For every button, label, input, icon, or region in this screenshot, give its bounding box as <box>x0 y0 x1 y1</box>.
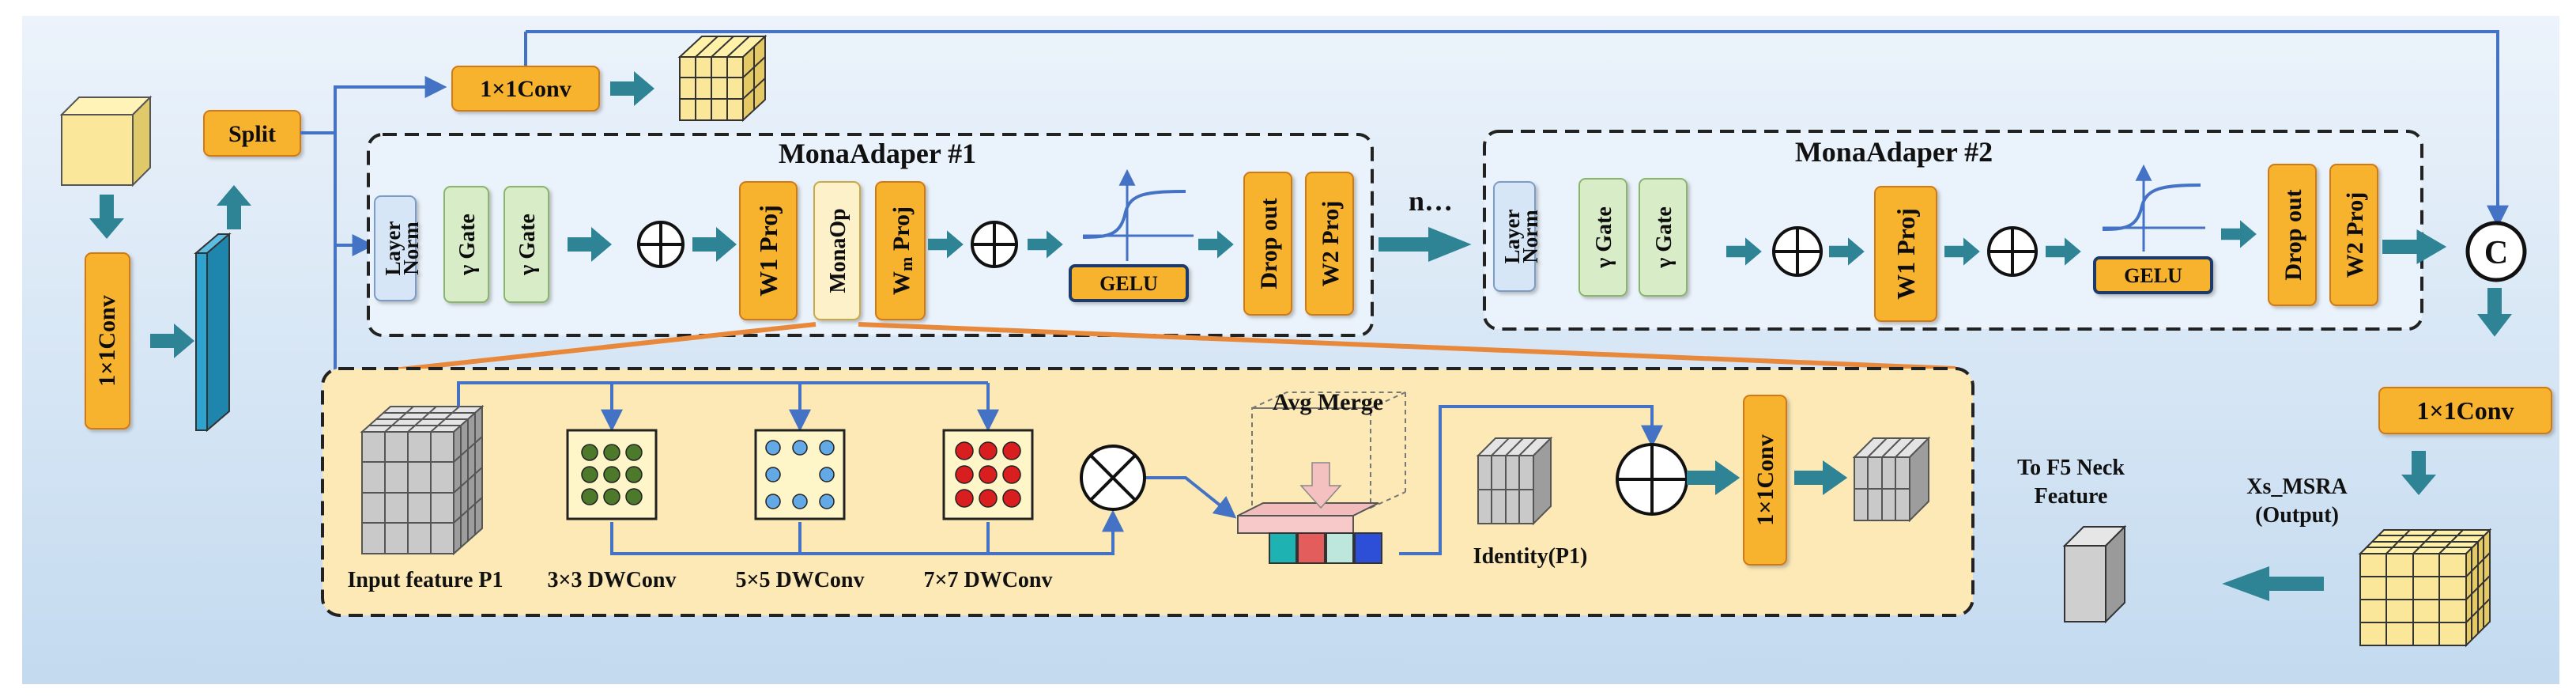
identity-cube <box>1476 436 1553 526</box>
gelu-box-2: GELU <box>2093 256 2213 294</box>
identity-label: Identity(P1) <box>1473 544 1588 569</box>
svg-text:Wm Proj: Wm Proj <box>888 206 916 295</box>
wm-proj-box: Wm Proj <box>875 181 926 320</box>
svg-text:γ Gate: γ Gate <box>1652 206 1676 269</box>
input-cube <box>59 95 153 187</box>
feature-slab <box>194 232 232 433</box>
add-op-2b <box>1987 226 2038 277</box>
output-cube <box>2358 528 2492 648</box>
n-dots-label: n… <box>1409 185 1453 217</box>
svg-text:γ Gate: γ Gate <box>515 214 540 276</box>
multiply-op <box>1080 445 1146 511</box>
panel-blue-routes <box>457 381 1663 555</box>
xs-msra-label: Xs_MSRA <box>2246 475 2348 499</box>
gamma-gate-box-2a: γ Gate <box>1578 178 1627 297</box>
dwconv3-label: 3×3 DWConv <box>548 568 677 592</box>
conv1x1-top-box: 1×1Conv <box>451 66 600 112</box>
dwconv7-label: 7×7 DWConv <box>924 568 1053 592</box>
dropout-box-2: Drop out <box>2268 164 2317 306</box>
conv1x1-right-label: 1×1Conv <box>2416 396 2514 425</box>
conv1x1-left-label: 1×1Conv <box>94 295 120 386</box>
dwconv3-kernel <box>566 429 658 520</box>
avg-merge-block <box>1237 392 1406 564</box>
conv1x1-left-box: 1×1Conv <box>85 252 130 429</box>
svg-text:MonaOp: MonaOp <box>826 208 850 293</box>
svg-text:γ Gate: γ Gate <box>455 214 480 276</box>
dwconv7-kernel <box>942 429 1034 520</box>
svg-text:Layer: Layer <box>1500 209 1524 263</box>
svg-text:W2 Proj: W2 Proj <box>1318 201 1344 287</box>
mona-op-box: MonaOp <box>813 181 861 320</box>
svg-text:Drop out: Drop out <box>2280 189 2306 280</box>
gelu-curve-1 <box>1082 168 1194 261</box>
gamma-gate-box-1a: γ Gate <box>443 186 489 303</box>
w1-proj-box-1: W1 Proj <box>739 181 798 320</box>
w2-proj-box-1: W2 Proj <box>1305 172 1354 316</box>
svg-text:Norm: Norm <box>399 221 423 275</box>
panel-output-cube <box>1852 436 1931 523</box>
input-feature-label: Input feature P1 <box>347 568 503 592</box>
mona-adapter-2-title: MonaAdaper #2 <box>1795 136 1993 168</box>
input-feature-cube <box>360 404 485 556</box>
add-op-1a <box>637 221 685 268</box>
svg-text:GELU: GELU <box>2124 264 2182 287</box>
concat-label: C <box>2484 235 2508 271</box>
svg-text:W1 Proj: W1 Proj <box>754 205 783 297</box>
to-f5-label-2: Feature <box>2035 484 2108 509</box>
conv1x1-panel-box: 1×1Conv <box>1743 395 1787 566</box>
gamma-gate-box-2b: γ Gate <box>1639 178 1688 297</box>
svg-text:Norm: Norm <box>1518 210 1542 263</box>
conv1x1-top-label: 1×1Conv <box>480 76 571 102</box>
gelu-box-1: GELU <box>1069 264 1189 302</box>
svg-text:Drop out: Drop out <box>1256 198 1282 289</box>
layer-norm-box-1: Layer Norm <box>374 195 423 301</box>
to-f5-label-1: To F5 Neck <box>2017 456 2125 480</box>
svg-text:GELU: GELU <box>1099 272 1158 295</box>
conv1x1-panel-label: 1×1Conv <box>1752 434 1778 525</box>
add-op-panel <box>1616 443 1688 516</box>
split-box: Split <box>203 110 301 157</box>
avg-merge-label: Avg Merge <box>1273 389 1383 415</box>
mona-adapter-1-title: MonaAdaper #1 <box>779 138 976 169</box>
conv1x1-right-box: 1×1Conv <box>2378 387 2552 434</box>
zoom-lines <box>393 322 1956 373</box>
add-op-1b <box>971 221 1018 268</box>
dropout-box-1: Drop out <box>1243 172 1292 316</box>
add-op-2a <box>1772 226 1823 277</box>
svg-text:W1 Proj: W1 Proj <box>1891 208 1920 300</box>
svg-text:Layer: Layer <box>381 221 405 275</box>
concat-op: C <box>2465 221 2527 282</box>
f5-neck-block <box>2062 524 2127 624</box>
gelu-curve-2 <box>2102 164 2205 252</box>
w2-proj-box-2: W2 Proj <box>2329 164 2378 306</box>
split-label: Split <box>228 121 276 147</box>
w1-proj-box-2: W1 Proj <box>1874 186 1937 322</box>
gamma-gate-box-1b: γ Gate <box>504 186 549 303</box>
dwconv5-label: 5×5 DWConv <box>736 568 865 592</box>
dwconv5-kernel <box>754 429 846 520</box>
layer-norm-box-2: Layer Norm <box>1493 181 1542 292</box>
svg-text:γ Gate: γ Gate <box>1592 206 1616 269</box>
xs-output-label: (Output) <box>2255 503 2339 528</box>
top-feature-block <box>677 34 768 123</box>
svg-text:W2 Proj: W2 Proj <box>2342 192 2368 278</box>
